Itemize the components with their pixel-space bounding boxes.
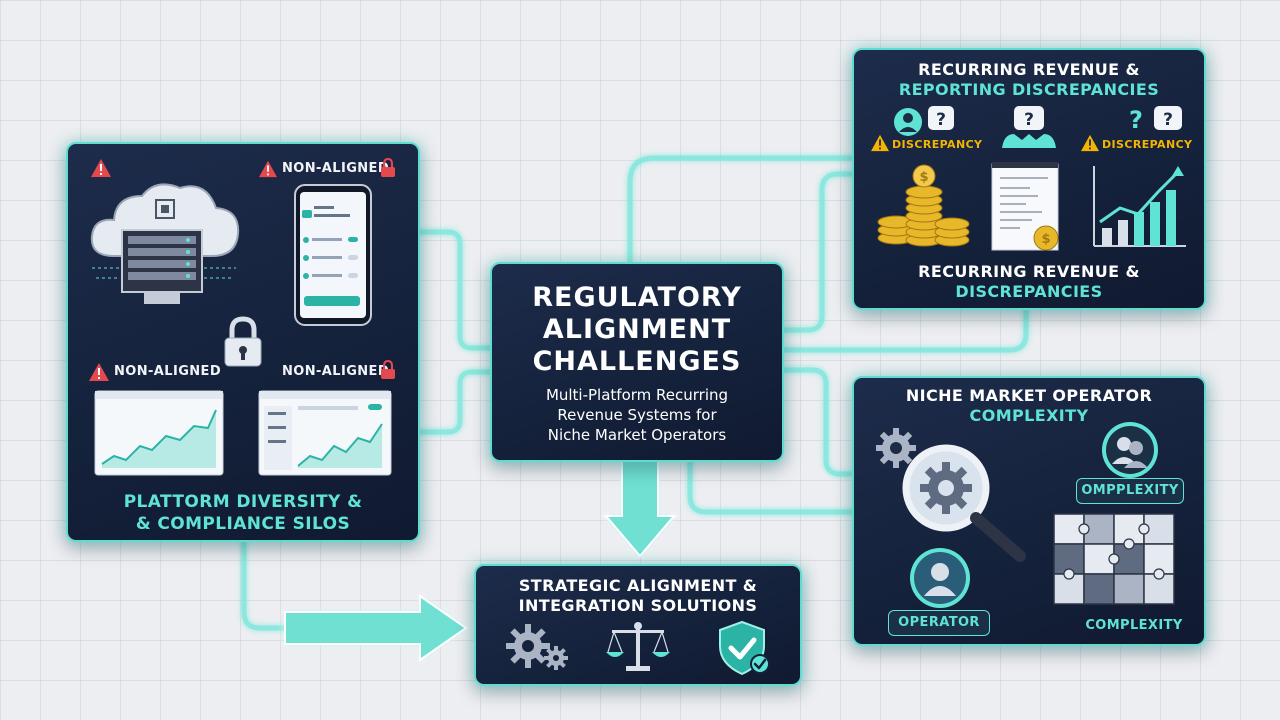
recurring-revenue-panel: RECURRING REVENUE & REPORTING DISCREPANC…	[852, 48, 1206, 310]
svg-text:$: $	[1041, 232, 1050, 247]
panel-title: STRATEGIC ALIGNMENT &	[518, 576, 758, 595]
lock-icon	[381, 158, 395, 177]
panel-title: REPORTING DISCREPANCIES	[898, 80, 1160, 99]
invoice-icon: $	[991, 162, 1059, 251]
non-aligned-badge: NON-ALIGNED	[282, 161, 390, 176]
panel-caption: RECURRING REVENUE &	[918, 262, 1140, 281]
scales-icon	[606, 622, 670, 671]
connector-center-botright-a	[779, 367, 855, 477]
lock-icon	[381, 360, 395, 379]
niche-market-panel: NICHE MARKET OPERATOR COMPLEXITY OMPPLEX…	[852, 376, 1206, 646]
svg-text:?: ?	[936, 110, 946, 130]
connector-center-topright-a	[627, 155, 855, 265]
platform-diversity-panel: NON-ALIGNED NON-ALIGNED NON-ALIGNED	[66, 142, 420, 542]
padlock-icon	[224, 316, 262, 367]
center-subtitle: Revenue Systems for	[557, 406, 717, 424]
complexity-pill: COMPLEXITY	[1085, 618, 1183, 633]
discrepancy-badge: DISCREPANCY	[892, 138, 983, 151]
warning-icon	[89, 363, 109, 381]
complexity-pill: OMPPLEXITY	[1076, 478, 1184, 504]
panel-title: RECURRING REVENUE &	[918, 60, 1140, 79]
magnifier-gear-icon	[876, 428, 1026, 562]
dashboard-chart-icon	[258, 390, 392, 476]
svg-text:$: $	[919, 170, 928, 185]
svg-text:?: ?	[1129, 106, 1143, 134]
center-title: REGULATORY	[532, 282, 742, 313]
connector-center-topright-c	[779, 305, 1029, 353]
panel-title: NICHE MARKET OPERATOR	[905, 386, 1153, 405]
connector-left-down	[241, 537, 303, 631]
users-icon	[1102, 422, 1158, 478]
shield-check-icon	[719, 620, 770, 676]
arrow-center-down	[603, 459, 677, 558]
strategic-solutions-panel: STRATEGIC ALIGNMENT & INTEGRATION SOLUTI…	[474, 564, 802, 686]
panel-caption: & COMPLIANCE SILOS	[135, 514, 351, 534]
server-cloud-icon	[90, 183, 240, 304]
panel-caption: DISCREPANCIES	[955, 282, 1103, 301]
line-chart-icon	[94, 390, 224, 476]
warning-icon	[1081, 134, 1099, 152]
arrow-to-strategy	[284, 594, 468, 662]
puzzle-icon	[1053, 513, 1175, 605]
operator-pill: OPERATOR	[888, 610, 990, 636]
connector-center-topright-b	[779, 171, 855, 333]
panel-caption: PLATTORM DIVERSITY &	[123, 492, 363, 512]
warning-icon	[871, 134, 889, 152]
svg-text:?: ?	[1163, 110, 1173, 130]
svg-text:?: ?	[1024, 110, 1034, 130]
connector-left-upper	[415, 229, 495, 351]
connector-left-lower	[415, 369, 495, 435]
user-question-icon: ?	[894, 106, 954, 136]
question-icon: ? ?	[1129, 106, 1182, 134]
user-icon	[910, 548, 970, 608]
growth-chart-icon	[1093, 166, 1186, 247]
warning-icon	[259, 160, 277, 178]
center-title: CHALLENGES	[532, 346, 742, 377]
smartphone-icon	[294, 184, 372, 326]
regulatory-challenges-panel: REGULATORY ALIGNMENT CHALLENGES Multi-Pl…	[490, 262, 784, 462]
center-subtitle: Multi-Platform Recurring	[545, 386, 729, 404]
non-aligned-badge: NON-ALIGNED	[114, 364, 222, 379]
panel-title: INTEGRATION SOLUTIONS	[518, 596, 758, 615]
discrepancy-badge: DISCREPANCY	[1102, 138, 1193, 151]
center-title: ALIGNMENT	[542, 314, 732, 345]
connector-center-botright-b	[687, 457, 855, 515]
coins-icon: $	[877, 164, 970, 247]
user-question-icon: ?	[1002, 106, 1056, 148]
panel-title: COMPLEXITY	[969, 406, 1089, 425]
warning-icon	[91, 159, 111, 177]
gear-icon	[506, 624, 568, 670]
non-aligned-badge: NON-ALIGNED	[282, 364, 390, 379]
center-subtitle: Niche Market Operators	[547, 426, 727, 444]
